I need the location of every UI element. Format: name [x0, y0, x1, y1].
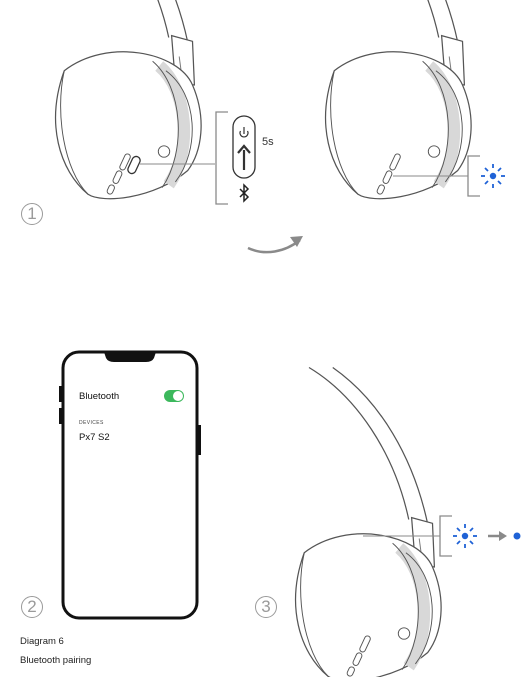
led-flash-blue-icon-2 — [453, 524, 477, 548]
transition-arrow — [247, 236, 303, 254]
led-solid-blue-icon — [513, 532, 521, 540]
device-list-item[interactable]: Px7 S2 — [79, 432, 110, 443]
hold-duration-label: 5s — [262, 136, 274, 148]
step-number-2: 2 — [21, 596, 43, 618]
to-solid-arrow-icon — [488, 531, 507, 541]
headphone-step3 — [296, 368, 442, 677]
figure-caption-title: Diagram 6 — [20, 636, 64, 647]
figure-caption-subtitle: Bluetooth pairing — [20, 655, 92, 666]
power-button-on-cup — [127, 155, 141, 175]
power-icon — [239, 127, 249, 138]
step-number-1: 1 — [21, 203, 43, 225]
phone — [59, 350, 201, 620]
callout-bracket-1 — [215, 111, 228, 205]
bluetooth-setting-label: Bluetooth — [79, 391, 120, 402]
devices-heading: DEVICES — [79, 420, 104, 426]
callout-bracket-3 — [439, 515, 452, 557]
headphone-step1-result — [326, 0, 472, 199]
bluetooth-toggle[interactable] — [164, 390, 184, 402]
callout-bracket-2 — [467, 155, 480, 197]
step-number-3: 3 — [255, 596, 277, 618]
bluetooth-icon — [239, 183, 250, 203]
slide-up-arrow-icon — [237, 144, 251, 170]
led-flash-blue-icon — [481, 164, 505, 188]
